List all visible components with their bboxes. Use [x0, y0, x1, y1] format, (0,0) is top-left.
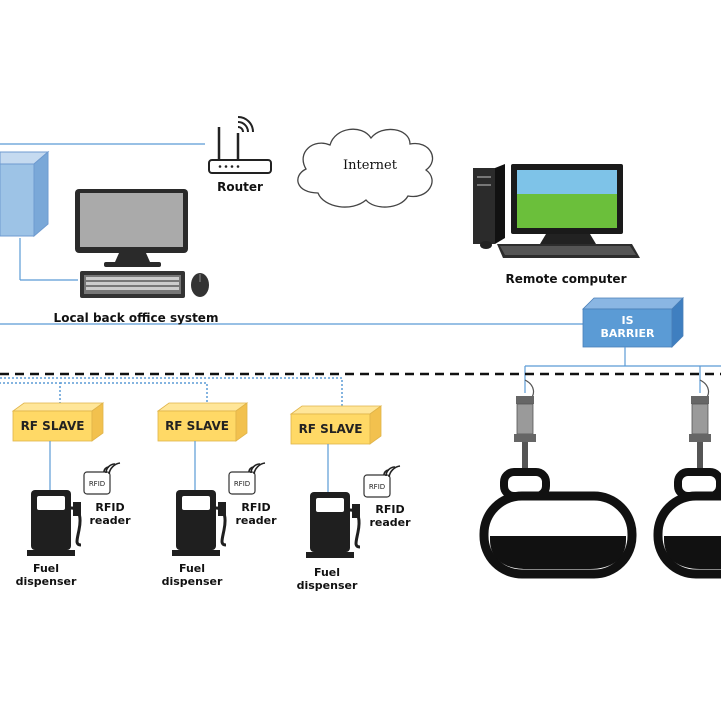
- fuel-dispenser-line2: dispenser: [15, 575, 77, 588]
- back-office-computer-icon: [75, 189, 209, 298]
- fuel-dispenser-line1: Fuel: [313, 566, 341, 579]
- rf-slave-box-3: [289, 405, 383, 445]
- rf-slave-box-2: [156, 402, 249, 442]
- rfid-reader-label-2: RFID reader: [234, 501, 278, 527]
- fuel-tank-icon-1: [479, 468, 637, 579]
- remote-computer-label: Remote computer: [505, 272, 627, 286]
- internet-label: Internet: [343, 158, 397, 173]
- rfid-reader-line1: RFID: [375, 503, 405, 516]
- rfid-reader-icon-1: [83, 462, 121, 495]
- back-office-label: Local back office system: [53, 311, 219, 325]
- router-label: Router: [217, 180, 263, 194]
- fuel-dispenser-label-3: Fuel dispenser: [295, 566, 359, 592]
- is-barrier-line1: IS: [621, 314, 634, 327]
- rfid-tag-label-3: RFID: [368, 483, 386, 491]
- rf-dotted-links: [0, 377, 343, 407]
- rfid-reader-label-3: RFID reader: [368, 503, 412, 529]
- fuel-dispenser-line2: dispenser: [296, 579, 358, 592]
- fuel-dispenser-line1: Fuel: [178, 562, 206, 575]
- rfid-reader-icon-3: [363, 465, 401, 498]
- rfid-tag-label-1: RFID: [88, 480, 106, 488]
- is-barrier-box: [582, 297, 684, 348]
- fuel-dispenser-icon-2: [172, 490, 227, 556]
- is-barrier-label: IS BARRIER: [583, 314, 672, 340]
- rfid-tag-label-2: RFID: [233, 480, 251, 488]
- rf-slave-box-1: [11, 402, 105, 442]
- fuel-dispenser-label-1: Fuel dispenser: [14, 562, 78, 588]
- router-icon: [208, 116, 272, 174]
- rfid-reader-line1: RFID: [241, 501, 271, 514]
- rf-slave-label-3: RF SLAVE: [298, 422, 363, 436]
- rfid-reader-line2: reader: [369, 516, 411, 529]
- remote-computer-icon: [473, 164, 640, 258]
- is-barrier-line2: BARRIER: [600, 327, 655, 340]
- rfid-reader-line2: reader: [89, 514, 131, 527]
- rfid-reader-line2: reader: [235, 514, 277, 527]
- server-box: [0, 150, 50, 238]
- fuel-dispenser-line1: Fuel: [32, 562, 60, 575]
- internet-cloud-icon: [297, 128, 434, 208]
- fuel-dispenser-label-2: Fuel dispenser: [160, 562, 224, 588]
- rfid-reader-line1: RFID: [95, 501, 125, 514]
- rf-slave-label-1: RF SLAVE: [20, 419, 85, 433]
- fuel-tank-icon-2: [653, 468, 721, 579]
- fuel-dispenser-icon-1: [27, 490, 82, 556]
- level-probe-icon-1: [514, 379, 536, 468]
- rfid-reader-label-1: RFID reader: [88, 501, 132, 527]
- rf-slave-label-2: RF SLAVE: [165, 419, 229, 433]
- fuel-dispenser-icon-3: [306, 492, 361, 558]
- level-probe-icon-2: [689, 379, 711, 468]
- fuel-dispenser-line2: dispenser: [161, 575, 223, 588]
- rfid-reader-icon-2: [228, 462, 266, 495]
